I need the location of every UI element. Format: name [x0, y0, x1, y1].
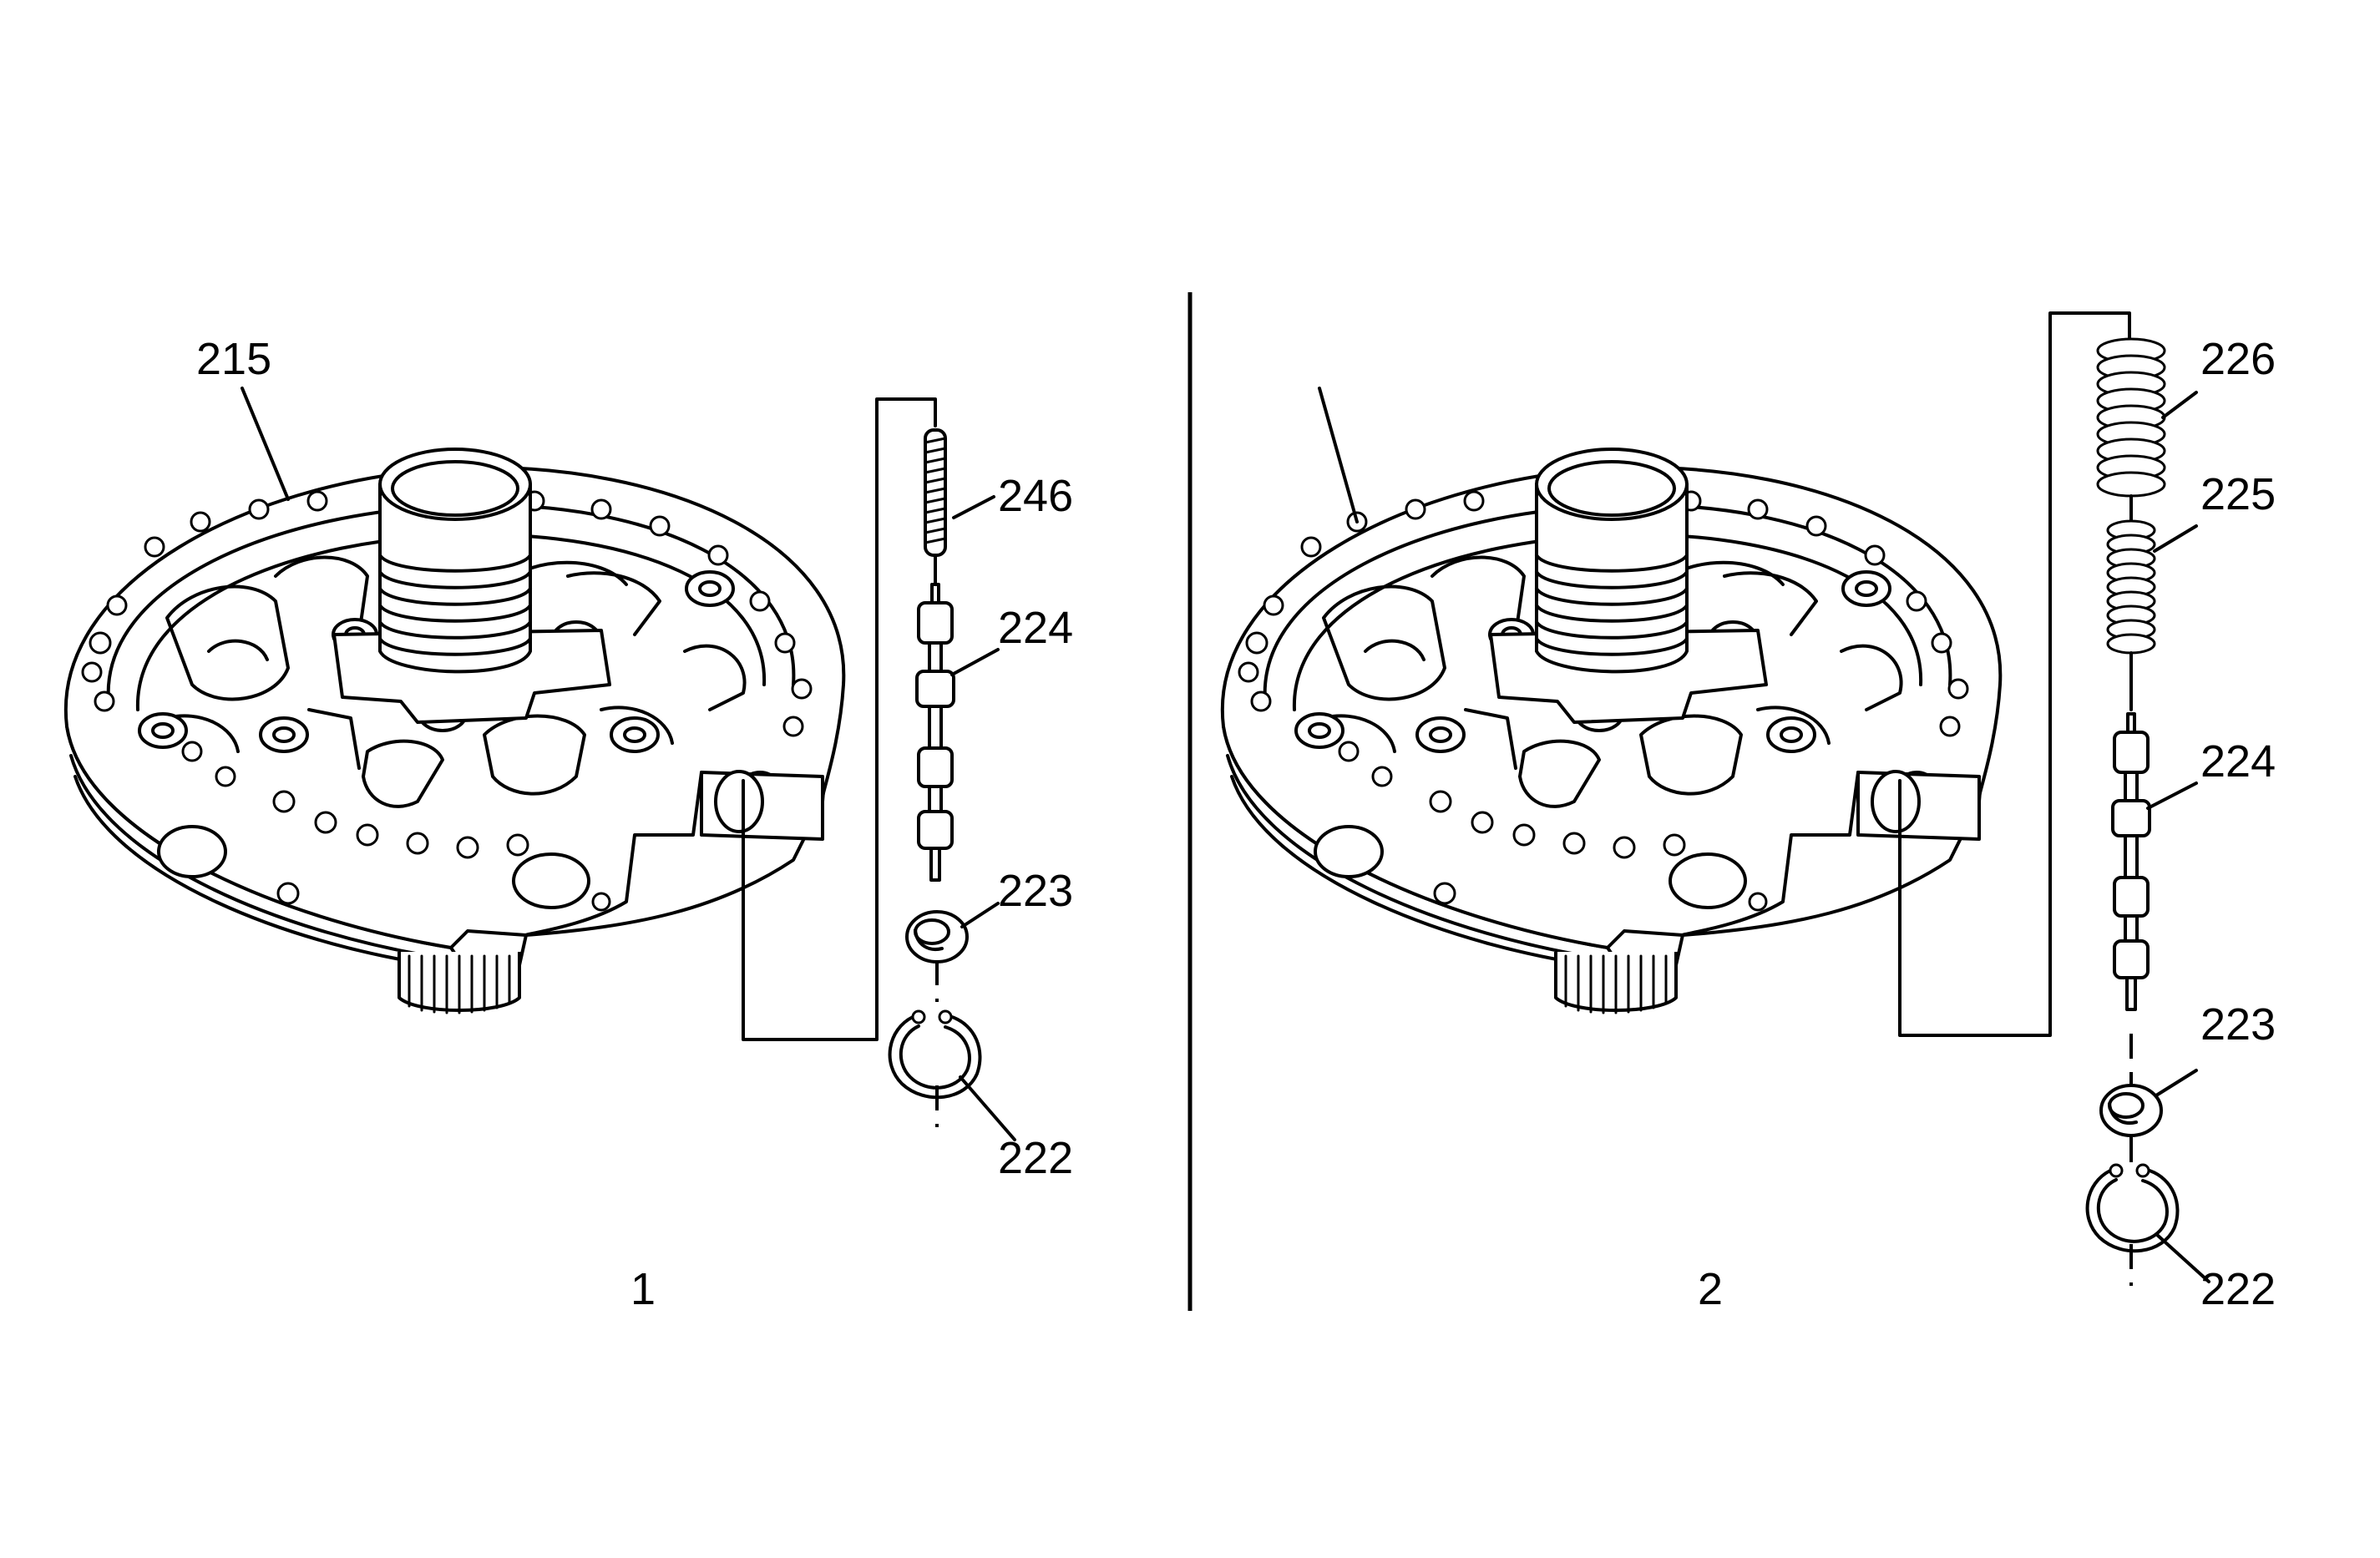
- inner-spring-225: [2106, 519, 2156, 711]
- panel-number-2: 2: [1698, 1264, 1723, 1314]
- outer-spring-226: [2096, 337, 2166, 524]
- pump-cover-illustration: [63, 448, 846, 1014]
- retaining-ring-222: [2085, 1163, 2180, 1253]
- leader-223: [960, 902, 1000, 928]
- assembly-bracket: [742, 397, 937, 1041]
- callout-224: 224: [2200, 736, 2276, 787]
- callout-223: 223: [998, 866, 1073, 916]
- callout-215: 215: [196, 334, 271, 384]
- callout-223: 223: [2200, 999, 2276, 1050]
- callout-226: 226: [2200, 334, 2276, 384]
- panel-number-1: 1: [630, 1264, 656, 1314]
- callout-225: 225: [2200, 469, 2276, 519]
- leader-225: [2153, 524, 2198, 553]
- leader-226: [2161, 391, 2198, 419]
- valve-224: [2111, 712, 2151, 1011]
- leader-215: [241, 387, 290, 501]
- leader-224: [950, 648, 1000, 676]
- spring-246: [924, 428, 947, 586]
- pump-cover-illustration: [1220, 448, 2003, 1014]
- bore-plug-223: [905, 910, 969, 964]
- leader-222: [2155, 1232, 2210, 1283]
- callout-224: 224: [998, 603, 1073, 653]
- bore-plug-223: [2099, 1084, 2163, 1137]
- panel-2: 226 225 224 223: [1220, 311, 2276, 1314]
- leader-223: [2155, 1069, 2198, 1097]
- callout-246: 246: [998, 471, 1073, 521]
- callout-222: 222: [2200, 1264, 2276, 1314]
- leader-215: [1318, 387, 1359, 524]
- leader-222: [959, 1075, 1016, 1141]
- callout-222: 222: [998, 1133, 1073, 1183]
- leader-246: [952, 495, 995, 519]
- valve-224: [915, 583, 955, 882]
- leader-224: [2146, 782, 2198, 810]
- panel-1: 215 246 224 223 222: [63, 334, 1073, 1314]
